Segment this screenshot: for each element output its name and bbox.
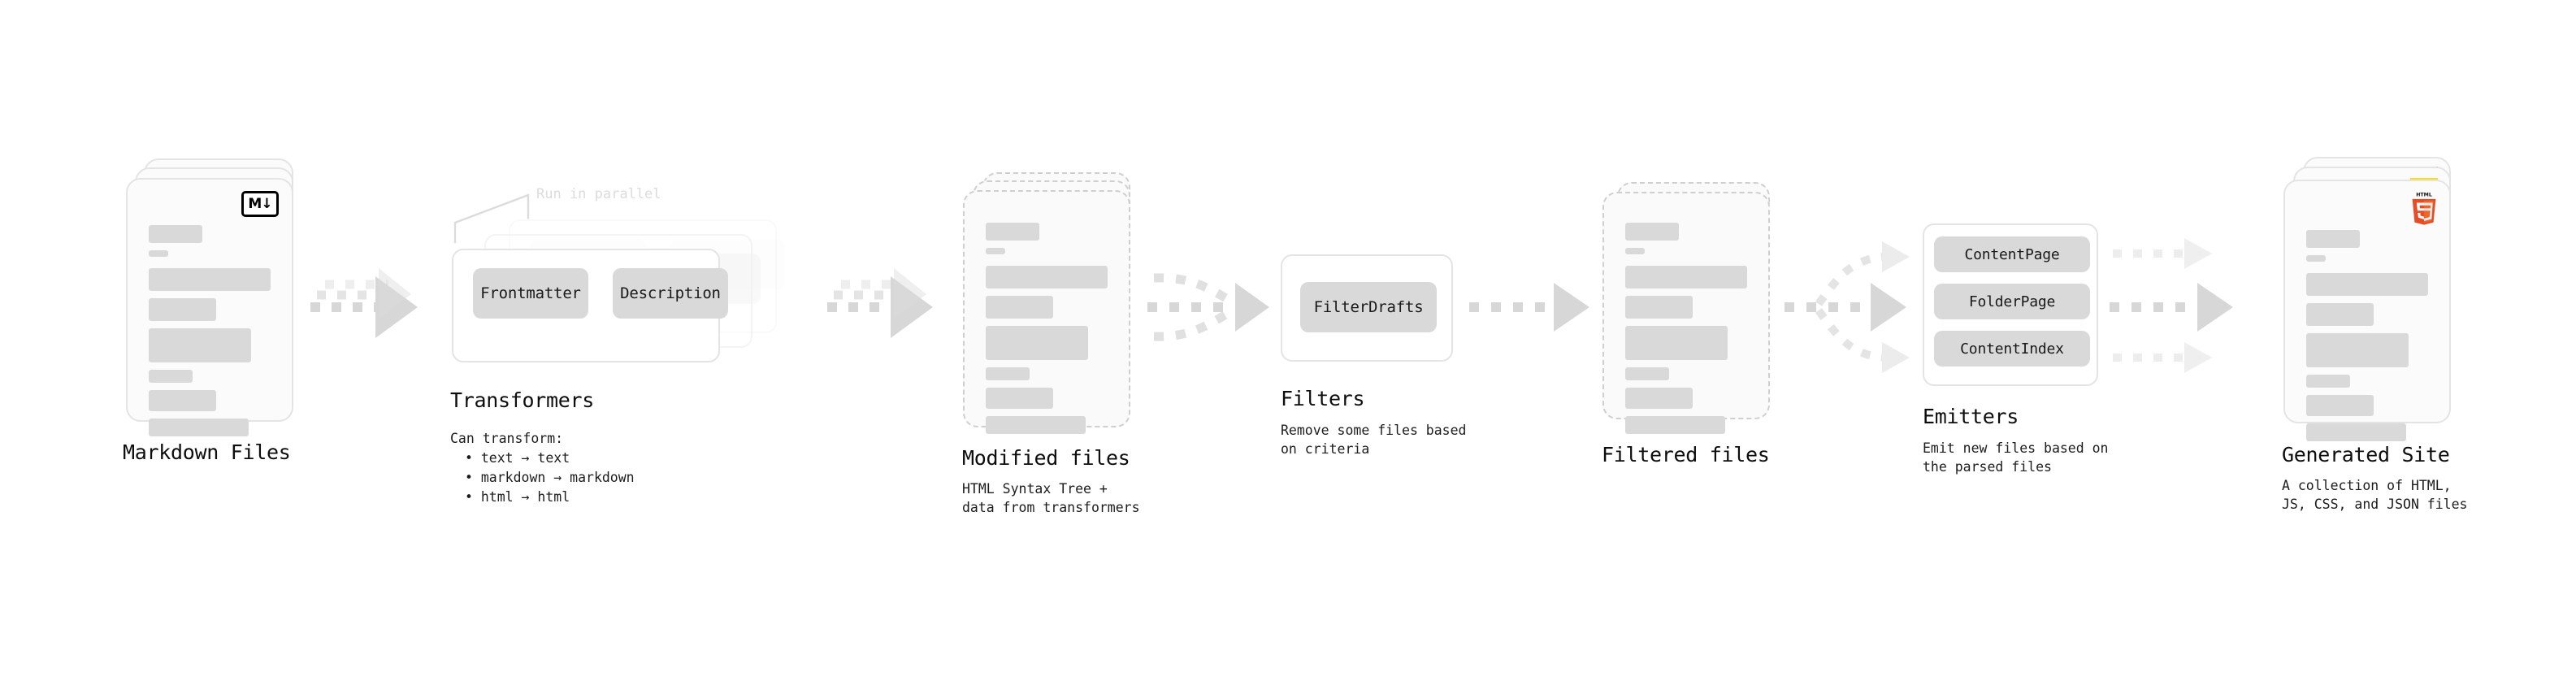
skeleton-bar bbox=[1625, 248, 1645, 254]
filters-subtitle: Remove some files based on criteria bbox=[1281, 423, 1467, 458]
stage-filtered-files: Filtered files bbox=[1602, 182, 1789, 466]
skeleton-bar bbox=[149, 370, 193, 383]
skeleton-bar bbox=[1625, 223, 1679, 241]
chip-description[interactable]: Description bbox=[613, 268, 728, 319]
modified-doc-skeleton bbox=[986, 223, 1108, 441]
html5-badge: HTML bbox=[2410, 191, 2438, 225]
chip-folderpage[interactable]: FolderPage bbox=[1934, 284, 2090, 319]
skeleton-bar bbox=[2306, 303, 2374, 326]
stage-modified-files: Modified files HTML Syntax Tree + data f… bbox=[962, 172, 1150, 515]
skeleton-bar bbox=[986, 266, 1108, 288]
generated-doc-skeleton bbox=[2306, 230, 2428, 449]
connector-transformers-to-modified bbox=[827, 268, 933, 338]
transformers-bullet-1: • markdown → markdown bbox=[465, 470, 635, 485]
skeleton-bar bbox=[986, 223, 1039, 241]
skeleton-bar bbox=[986, 296, 1053, 319]
connector-markdown-to-transformers bbox=[310, 268, 418, 338]
stage-title-emitters: Emitters bbox=[1923, 405, 2019, 428]
skeleton-bar bbox=[149, 298, 216, 321]
connector-modified-to-filters bbox=[1147, 273, 1269, 341]
html5-icon: HTML bbox=[2412, 193, 2436, 225]
skeleton-bar bbox=[149, 225, 202, 243]
skeleton-bar bbox=[149, 419, 249, 436]
run-in-parallel-label: Run in parallel bbox=[536, 186, 661, 202]
markdown-doc-front: M↓ bbox=[126, 178, 293, 436]
markdown-badge-front: M↓ bbox=[241, 191, 279, 217]
skeleton-bar bbox=[986, 248, 1005, 254]
skeleton-bar bbox=[1625, 416, 1725, 434]
connector-filters-to-filtered bbox=[1469, 283, 1589, 332]
skeleton-bar bbox=[2306, 230, 2360, 248]
chip-filterdrafts[interactable]: FilterDrafts bbox=[1300, 282, 1437, 332]
stage-markdown-files: M↓ M↓ M↓ bbox=[123, 158, 313, 464]
skeleton-bar bbox=[2306, 333, 2409, 367]
chip-contentpage[interactable]: ContentPage bbox=[1934, 236, 2090, 272]
skeleton-bar bbox=[2306, 395, 2374, 416]
markdown-doc-stack: M↓ M↓ M↓ bbox=[126, 158, 313, 436]
modified-files-subtitle: HTML Syntax Tree + data from transformer… bbox=[962, 481, 1140, 516]
filtered-doc-stack bbox=[1602, 182, 1789, 442]
markdown-icon: M↓ bbox=[241, 191, 279, 217]
connector-filtered-to-emitters bbox=[1785, 241, 1910, 373]
skeleton-bar bbox=[149, 328, 251, 362]
skeleton-bar bbox=[2306, 423, 2406, 441]
stage-generated-site: CSS HTML bbox=[2282, 157, 2478, 512]
skeleton-bar bbox=[986, 326, 1088, 360]
stage-title-generated-site: Generated Site bbox=[2282, 443, 2450, 466]
svg-text:HTML: HTML bbox=[2416, 193, 2432, 198]
modified-doc-front bbox=[963, 190, 1130, 434]
markdown-doc-skeleton bbox=[149, 225, 271, 444]
skeleton-bar bbox=[1625, 296, 1693, 319]
modified-doc-stack bbox=[963, 172, 1150, 440]
stage-title-transformers: Transformers bbox=[450, 388, 595, 412]
skeleton-bar bbox=[986, 367, 1030, 380]
chip-contentindex[interactable]: ContentIndex bbox=[1934, 331, 2090, 367]
skeleton-bar bbox=[1625, 266, 1747, 288]
skeleton-bar bbox=[1625, 326, 1728, 360]
stage-title-filtered-files: Filtered files bbox=[1602, 443, 1770, 466]
stage-title-markdown-files: Markdown Files bbox=[123, 440, 291, 464]
transformers-bullet-0: • text → text bbox=[465, 450, 570, 466]
emitters-subtitle: Emit new files based on the parsed files bbox=[1923, 440, 2109, 475]
skeleton-bar bbox=[2306, 375, 2350, 388]
skeleton-bar bbox=[1625, 367, 1669, 380]
markdown-badge-label: M↓ bbox=[248, 195, 272, 212]
connector-emitters-to-site bbox=[2110, 238, 2233, 373]
generated-site-subtitle: A collection of HTML, JS, CSS, and JSON … bbox=[2282, 478, 2468, 513]
chip-frontmatter[interactable]: Frontmatter bbox=[473, 268, 588, 319]
filtered-doc-front bbox=[1602, 192, 1770, 434]
skeleton-bar bbox=[2306, 255, 2326, 262]
skeleton-bar bbox=[149, 268, 271, 291]
skeleton-bar bbox=[149, 390, 216, 411]
skeleton-bar bbox=[986, 388, 1053, 409]
emitters-box: ContentPage FolderPage ContentIndex bbox=[1923, 223, 2098, 386]
skeleton-bar bbox=[149, 250, 168, 257]
skeleton-bar bbox=[1625, 388, 1693, 409]
filters-box: FilterDrafts bbox=[1281, 254, 1453, 362]
generated-doc-stack: CSS HTML bbox=[2283, 157, 2478, 441]
transformers-subtitle: Can transform: bbox=[450, 431, 564, 446]
generated-doc-front-html: HTML bbox=[2283, 180, 2451, 441]
filtered-doc-skeleton bbox=[1625, 223, 1747, 441]
transformers-bullet-2: • html → html bbox=[465, 489, 570, 505]
stage-title-filters: Filters bbox=[1281, 387, 1365, 410]
stage-title-modified-files: Modified files bbox=[962, 446, 1130, 470]
skeleton-bar bbox=[986, 416, 1086, 434]
transformer-box-front: Frontmatter Description bbox=[452, 249, 728, 362]
skeleton-bar bbox=[2306, 273, 2428, 296]
